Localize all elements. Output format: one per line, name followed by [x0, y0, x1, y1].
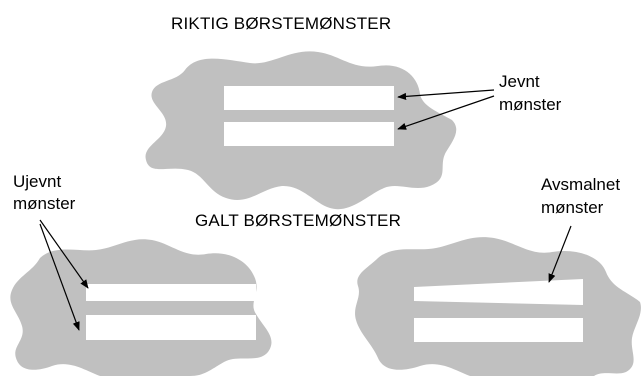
uneven-pattern-blob: [10, 239, 272, 376]
uneven-pattern-label-line1: Ujevnt: [13, 172, 62, 191]
uneven-pattern-label-line2: mønster: [13, 194, 76, 213]
uneven-callout-arrow-bottom: [39, 223, 80, 331]
even-pattern-label-line1: Jevnt: [499, 72, 540, 91]
even-callout-arrow-bottom: [397, 95, 495, 130]
uneven-pattern-stripe-bottom: [86, 315, 256, 340]
even-pattern-label-line2: mønster: [499, 95, 562, 114]
correct-pattern-stripe-top: [224, 86, 394, 110]
tapered-callout-arrow: [548, 225, 572, 283]
wrong-pattern-title: GALT BØRSTEMØNSTER: [195, 211, 402, 230]
tapered-pattern-stripe-bottom: [414, 318, 583, 342]
even-callout-arrow-top: [397, 89, 495, 101]
uneven-pattern-stripe-top: [86, 284, 256, 301]
tapered-pattern-label-line1: Avsmalnet: [541, 175, 621, 194]
correct-pattern-stripe-bottom: [224, 122, 394, 146]
tapered-pattern-blob: [355, 237, 641, 376]
correct-pattern-title: RIKTIG BØRSTEMØNSTER: [171, 14, 392, 33]
tapered-pattern-label-line2: mønster: [541, 198, 604, 217]
uneven-callout-arrow-top: [39, 219, 89, 289]
tapered-pattern-stripe-top: [414, 279, 583, 305]
